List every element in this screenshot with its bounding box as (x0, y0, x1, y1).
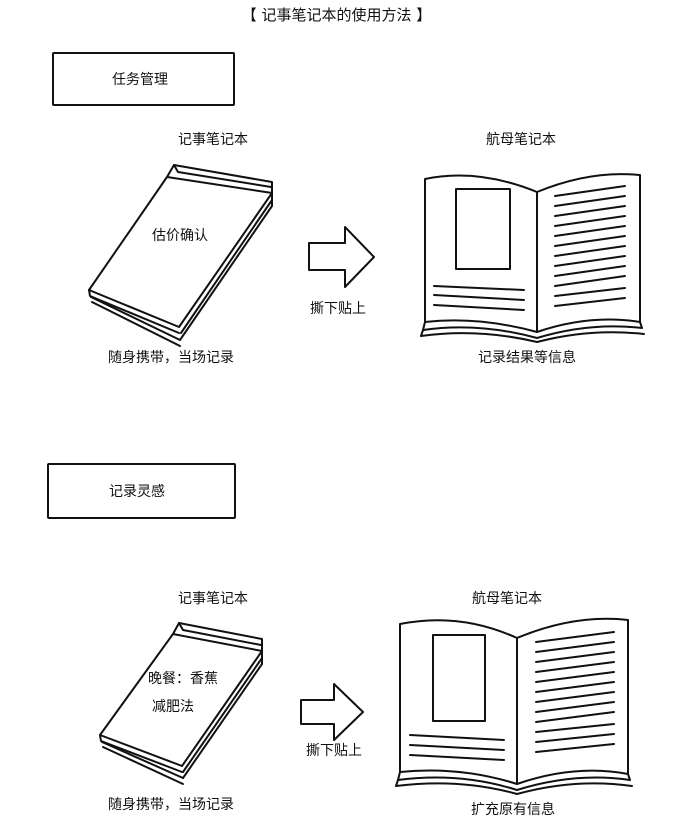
section-heading: 任务管理 (112, 72, 168, 88)
arrow-label: 撕下贴上 (306, 743, 362, 759)
arrow-label: 撕下贴上 (310, 301, 366, 317)
right-notebook-label: 航母笔记本 (472, 591, 542, 607)
right-caption: 扩充原有信息 (471, 802, 555, 818)
section-heading-box: 记录灵感 (47, 463, 236, 519)
left-notebook-label: 记事笔记本 (178, 132, 248, 148)
left-caption: 随身携带，当场记录 (108, 797, 234, 813)
page-title: 【 记事笔记本的使用方法 】 (241, 6, 432, 24)
left-notebook-label: 记事笔记本 (178, 591, 248, 607)
right-caption: 记录结果等信息 (478, 350, 576, 366)
note-text: 估价确认 (152, 228, 208, 244)
note-text: 晚餐：香蕉 (148, 671, 218, 687)
note-text: 减肥法 (152, 699, 194, 715)
section-heading: 记录灵感 (109, 484, 165, 500)
left-caption: 随身携带，当场记录 (108, 350, 234, 366)
right-notebook-label: 航母笔记本 (486, 132, 556, 148)
section-heading-box: 任务管理 (52, 52, 235, 106)
